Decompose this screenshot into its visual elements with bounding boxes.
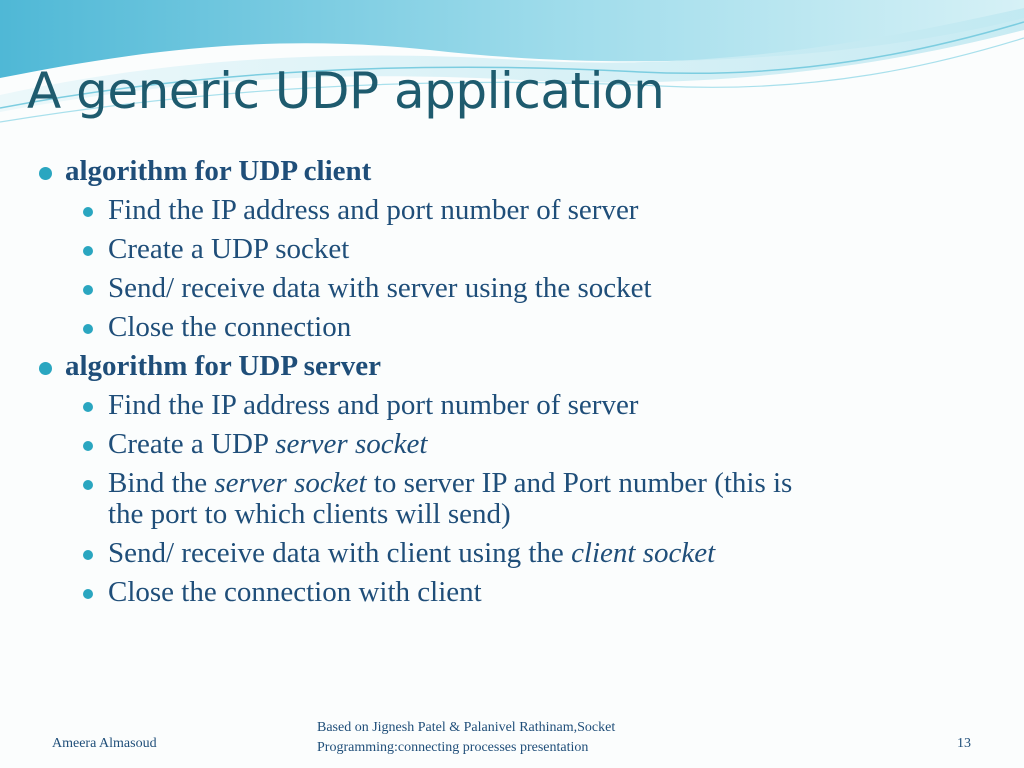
- server-step: Close the connection with client: [108, 576, 482, 608]
- client-step: Send/ receive data with server using the…: [108, 272, 652, 304]
- footer-source: Based on Jignesh Patel & Palanivel Rathi…: [317, 718, 615, 758]
- footer-source-line: Programming:connecting processes present…: [317, 740, 589, 755]
- wave-decoration: [0, 0, 1024, 123]
- server-step-text: Bind the: [108, 467, 215, 499]
- server-step-text: Send/ receive data with client using the: [108, 537, 572, 569]
- server-step-text: Create a UDP: [108, 428, 276, 460]
- bullet-icon: [83, 246, 93, 256]
- server-step-emphasis: server socket: [214, 467, 367, 499]
- server-step-text: to server IP and Port number (this is: [366, 467, 793, 499]
- bullet-icon: [83, 285, 93, 295]
- bullet-icon: [39, 362, 52, 375]
- client-step: Find the IP address and port number of s…: [108, 194, 639, 226]
- bullet-icon: [39, 167, 52, 180]
- footer-author: Ameera Almasoud: [52, 736, 157, 751]
- page-number: 13: [957, 736, 971, 751]
- server-step: Bind the server socket to server IP and …: [108, 467, 792, 500]
- client-step: Close the connection: [108, 311, 352, 343]
- bullet-icon: [83, 441, 93, 451]
- slide-title: A generic UDP application: [27, 62, 665, 120]
- bullet-icon: [83, 402, 93, 412]
- server-step-continuation: the port to which clients will send): [108, 498, 511, 530]
- bullet-icon: [83, 550, 93, 560]
- bullet-icon: [83, 480, 93, 490]
- server-step: Find the IP address and port number of s…: [108, 389, 639, 421]
- bullet-icon: [83, 589, 93, 599]
- bullet-icon: [83, 207, 93, 217]
- client-heading: algorithm for UDP client: [65, 155, 372, 187]
- client-step: Create a UDP socket: [108, 233, 350, 265]
- server-step: Send/ receive data with client using the…: [108, 537, 715, 570]
- footer-source-line: Based on Jignesh Patel & Palanivel Rathi…: [317, 720, 616, 735]
- server-heading: algorithm for UDP server: [65, 350, 381, 382]
- server-step-emphasis: client socket: [571, 537, 716, 569]
- bullet-icon: [83, 324, 93, 334]
- server-step-emphasis: server socket: [275, 428, 428, 460]
- server-step: Create a UDP server socket: [108, 428, 427, 461]
